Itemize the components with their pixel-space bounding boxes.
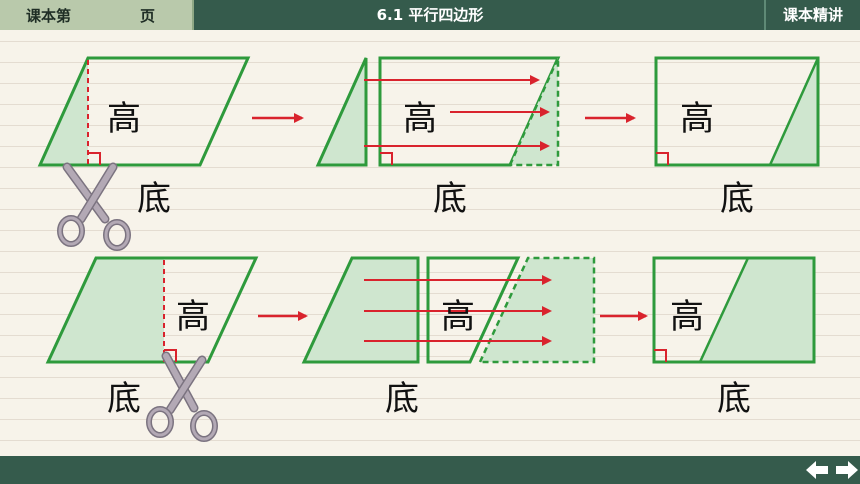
scissors-icon — [146, 351, 218, 442]
row1-step1-base-label: 底 — [137, 179, 171, 219]
row2-step1-parallelogram — [45, 256, 259, 364]
scissors-icon — [57, 162, 131, 251]
row2-step2-shapes — [301, 256, 596, 364]
row2-step2-height-label: 高 — [441, 297, 475, 337]
row1-step3-rectangle — [654, 56, 820, 167]
arrow-left-icon[interactable] — [804, 459, 830, 481]
header-bar: 课本第 页 6.1 平行四边形 课本精讲 — [0, 0, 860, 30]
row2-step2-base-label: 底 — [385, 379, 419, 419]
row2-step1-height-label: 高 — [176, 297, 210, 337]
row2-step3-base-label: 底 — [717, 379, 751, 419]
row2-step1-base-label: 底 — [107, 379, 141, 419]
footer-bar — [0, 456, 860, 484]
page-ref-suffix: 页 — [140, 7, 156, 25]
page-title: 6.1 平行四边形 — [376, 6, 484, 24]
row2-step3-height-label: 高 — [670, 297, 704, 337]
row2-step3-rectangle — [652, 256, 816, 364]
row1-step1-height-label: 高 — [107, 99, 141, 139]
row1-step1-parallelogram — [37, 56, 251, 167]
page-ref-prefix: 课本第 — [26, 7, 72, 25]
row1-step2-shapes — [315, 56, 561, 167]
row1-step2-base-label: 底 — [433, 179, 467, 219]
arrow-right-icon[interactable] — [834, 459, 860, 481]
row1-step2-height-label: 高 — [403, 99, 437, 139]
row1-step3-height-label: 高 — [680, 99, 714, 139]
row1-step3-base-label: 底 — [720, 179, 754, 219]
page-ref-tab: 课本第 页 — [0, 0, 194, 30]
section-tab[interactable]: 课本精讲 — [764, 0, 860, 30]
